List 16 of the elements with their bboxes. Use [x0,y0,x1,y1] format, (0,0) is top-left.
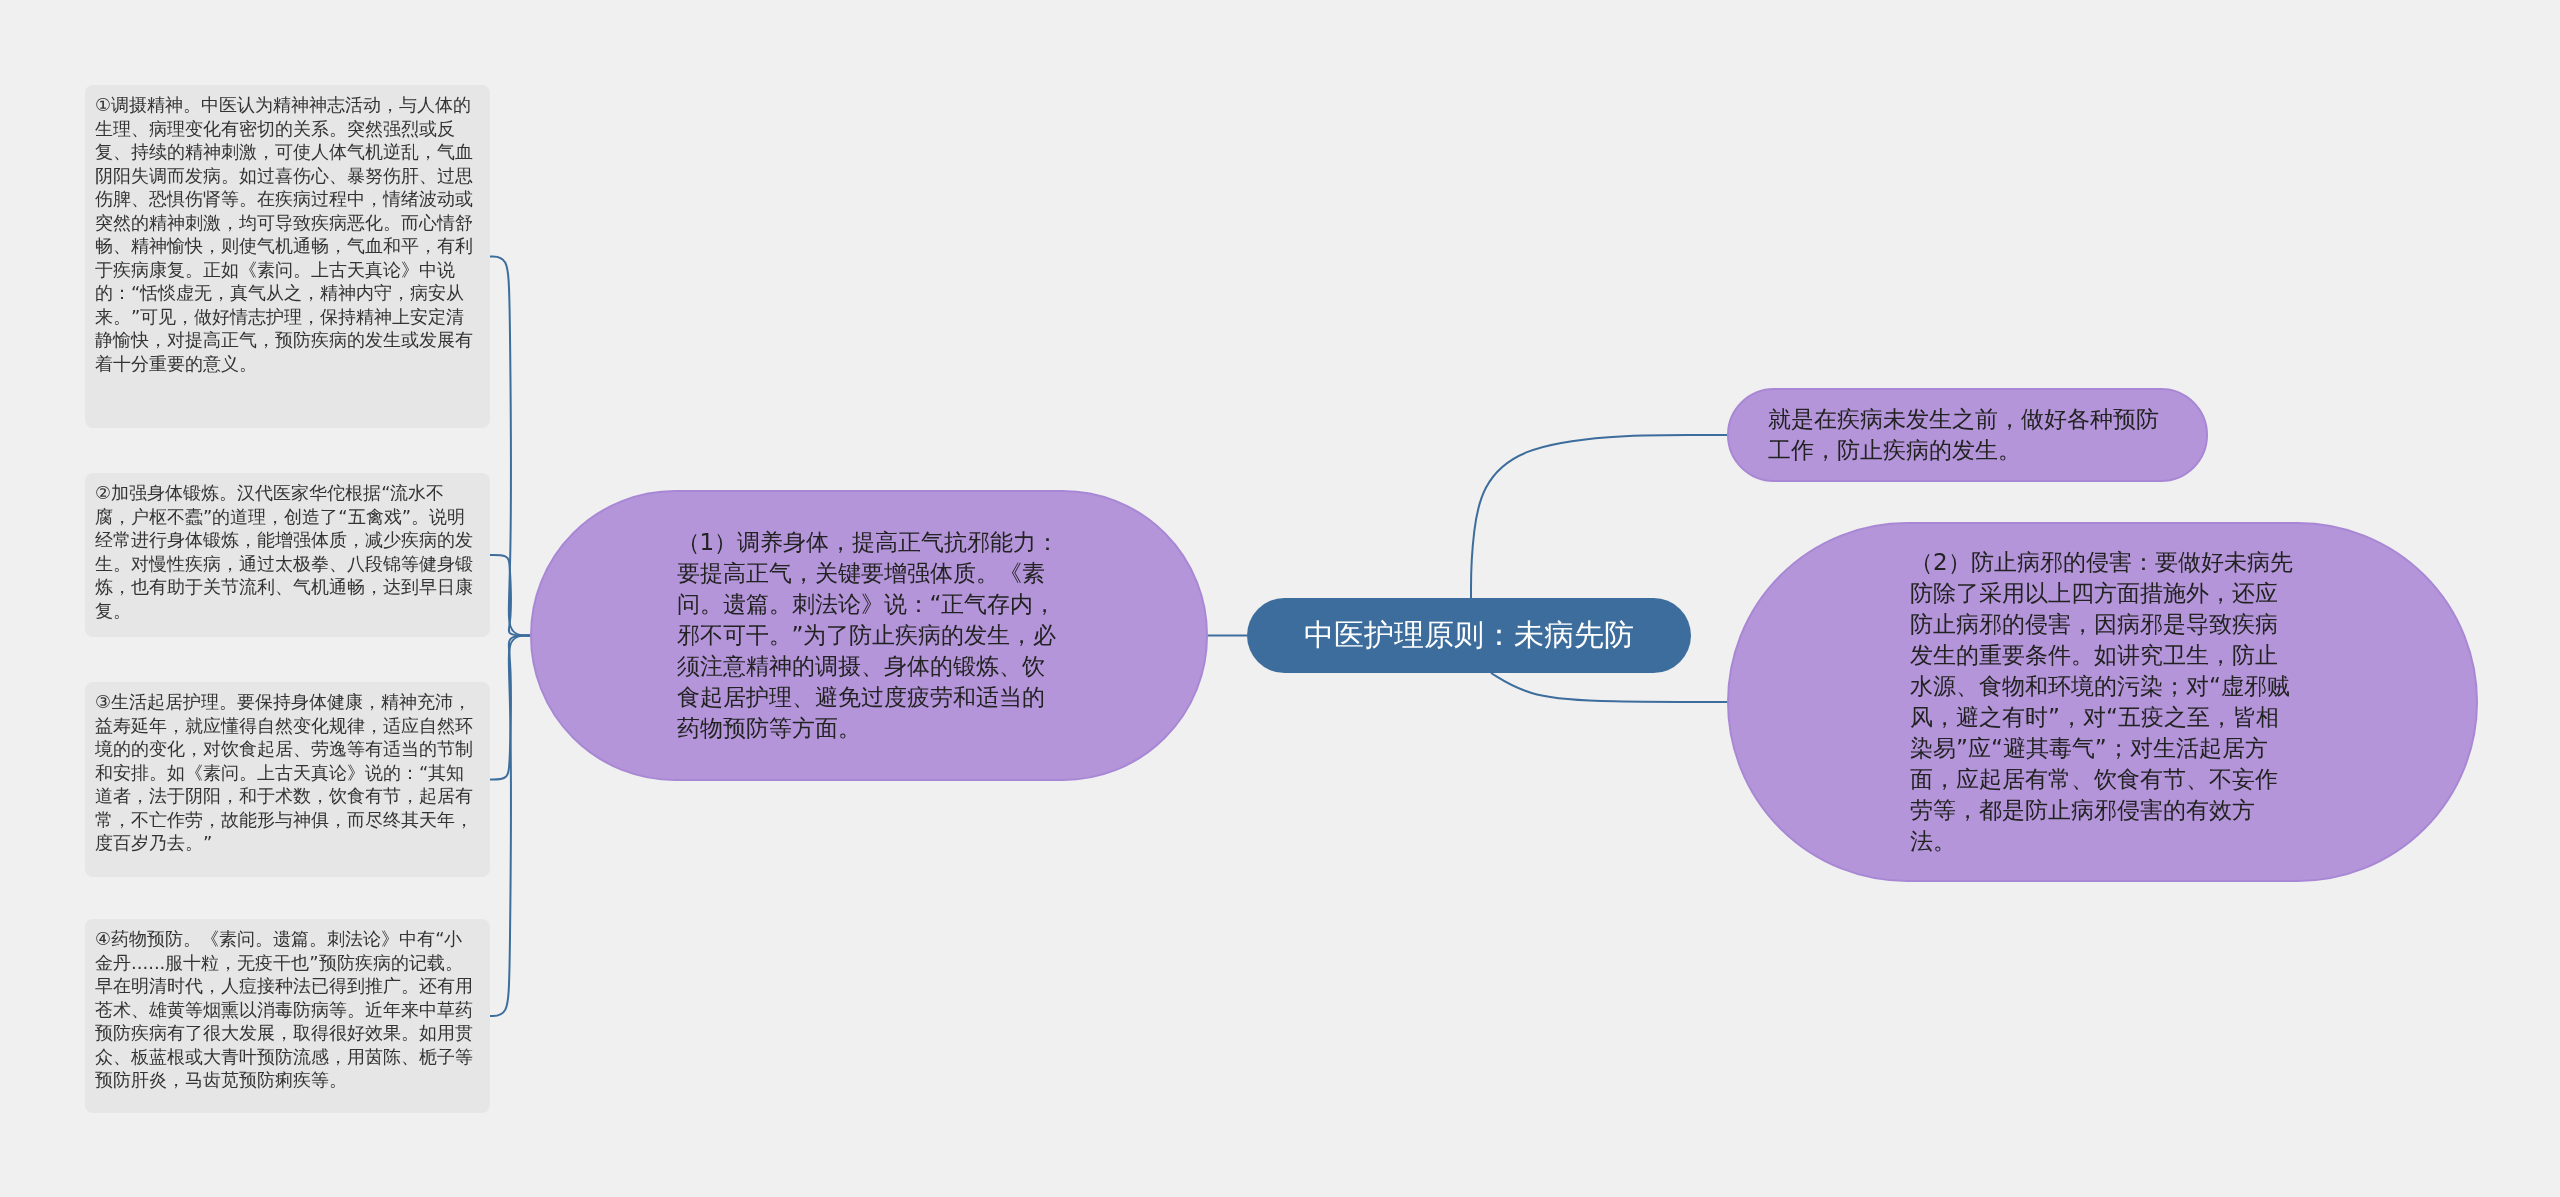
connector-line [1490,672,1728,703]
topic-text: ①调摄精神。中医认为精神神志活动，与人体的生理、病理变化有密切的关系。突然强烈或反复、持续的精神刺激，可使人体气机逆乱，气血阴阳失调而发病。如过喜伤心、暴努伤肝、过思伤脾、恐惧伤肾等。在疾病过程中，情绪波动或突然的精神刺激，均可导致疾病恶化。而心情舒畅、精神愉快，则使气机通畅，气血和平，有利于疾病康复。正如《素问。上古天真论》中说的：“恬惔虚无，真气从之，精神内守，病安从来。”可见，做好情志护理，保持精神上安定清静愉快，对提高正气，预防疾病的发生或发展有着十分重要的意义。 [95,93,474,375]
note-card [85,85,490,428]
topic-text: ④药物预防。《素问。遗篇。刺法论》中有“小金丹......服十粒，无疫干也”预防疾病的记载。早在明清时代，人痘接种法已得到推广。还有用苍术、雄黄等烟熏以消毒防病等。近年来中草药预防疾病有了很大发展，取得很好效果。如用贯众、板蓝根或大青叶预防流感，用茵陈、栀子等预防肝炎，马齿苋预防痢疾等。 [95,927,474,1092]
connector-line [1470,434,1728,599]
topic-text: （2）防止病邪的侵害：要做好未病先防除了采用以上四方面措施外，还应防止病邪的侵害，因病邪是导致疾病发生的重要条件。如讲究卫生，防止水源、食物和环境的污染；对“虚邪贼风，避之有时”，对“五疫之至，皆相染易”应“避其毒气”；对生活起居方面，应起居有常、饮食有节、不妄作劳等，都是防止病邪侵害的有效方法。 [1910,548,2294,856]
note-card [85,473,490,637]
connector-line [489,634,531,1017]
note-card [85,682,490,877]
topic-text: （1）调养身体，提高正气抗邪能力：要提高正气，关键要增强体质。《素问。遗篇。刺法论》说：“正气存内，邪不可干。”为了防止疾病的发生，必须注意精神的调摄、身体的锻炼、饮食起居护理、避免过度疲劳和适当的药物预防等方面。 [676,528,1061,743]
topic-text: ③生活起居护理。要保持身体健康，精神充沛，益寿延年，就应懂得自然变化规律，适应自然环境的的变化，对饮食起居、劳逸等有适当的节制和安排。如《素问。上古天真论》说的：“其知道者，法于阴阳，和于术数，饮食有节，起居有常，不亡作劳，故能形与神俱，而尽终其天年，度百岁乃去。” [95,690,474,855]
topic-title: 中医护理原则：未病先防 [1304,616,1634,654]
topic-text: ②加强身体锻炼。汉代医家华佗根据“流水不腐，户枢不蠹”的道理，创造了“五禽戏”。说明经常进行身体锻炼，能增强体质，减少疾病的发生。对慢性疾病，通过太极拳、八段锦等健身锻炼，也有助于关节流利、气机通畅，达到早日康复。 [95,481,474,622]
connector-line [1207,634,1248,637]
note-card [85,919,490,1113]
topic-text: 就是在疾病未发生之前，做好各种预防工作，防止疾病的发生。 [1767,405,2160,465]
